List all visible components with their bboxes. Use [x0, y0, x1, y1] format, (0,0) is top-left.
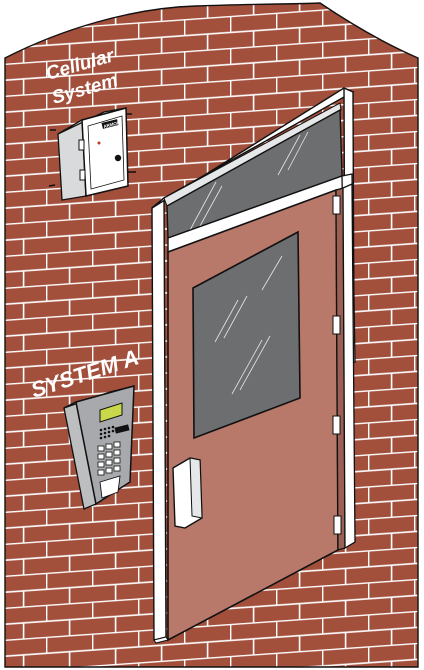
- door-pull-handle-icon: [173, 458, 202, 528]
